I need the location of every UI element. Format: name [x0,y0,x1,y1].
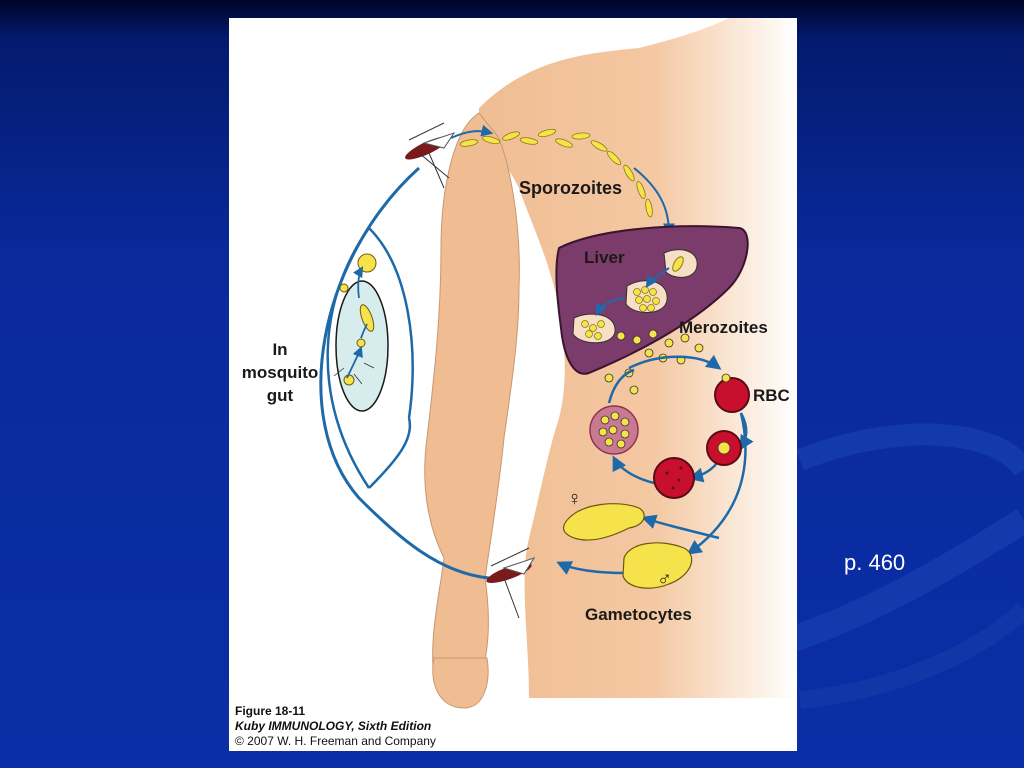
mosquito-top-icon [405,122,456,189]
erythrocytic-cycle-arrow [628,354,722,370]
label-rbc: RBC [753,386,790,405]
merozoites [604,329,704,395]
male-gametocyte [622,542,693,589]
female-gametocyte [563,503,645,541]
mosquito-gut-contents [333,253,377,386]
rbc-schizont-rupture [589,405,639,455]
rbc-trophozoite [653,457,695,499]
caption-figure-number: Figure 18-11 [235,704,306,718]
human-hand [432,657,489,709]
caption-copyright: © 2007 W. H. Freeman and Company [235,734,436,748]
caption-book-title: Kuby IMMUNOLOGY, Sixth Edition [235,719,432,733]
human-torso [479,18,797,698]
label-gametocytes: Gametocytes [585,605,692,624]
lifecycle-illustration [319,18,797,709]
label-liver: Liver [584,248,625,267]
label-mosquito-gut: In mosquito gut [241,340,319,405]
page-reference: p. 460 [844,550,906,575]
human-arm [424,112,520,694]
malaria-lifecycle-figure: Sporozoites Liver Merozoites RBC Gametoc… [229,18,797,751]
mosquito-bottom-icon [486,547,536,619]
label-merozoites: Merozoites [679,318,768,337]
liver-cells [572,249,698,344]
male-symbol: ♂ [657,568,672,590]
female-symbol: ♀ [567,488,582,510]
label-sporozoites: Sporozoites [519,178,623,198]
sporozoites-trail [459,128,653,218]
rbc-uninfected [714,377,750,413]
transmission-arc-inner [326,227,371,489]
